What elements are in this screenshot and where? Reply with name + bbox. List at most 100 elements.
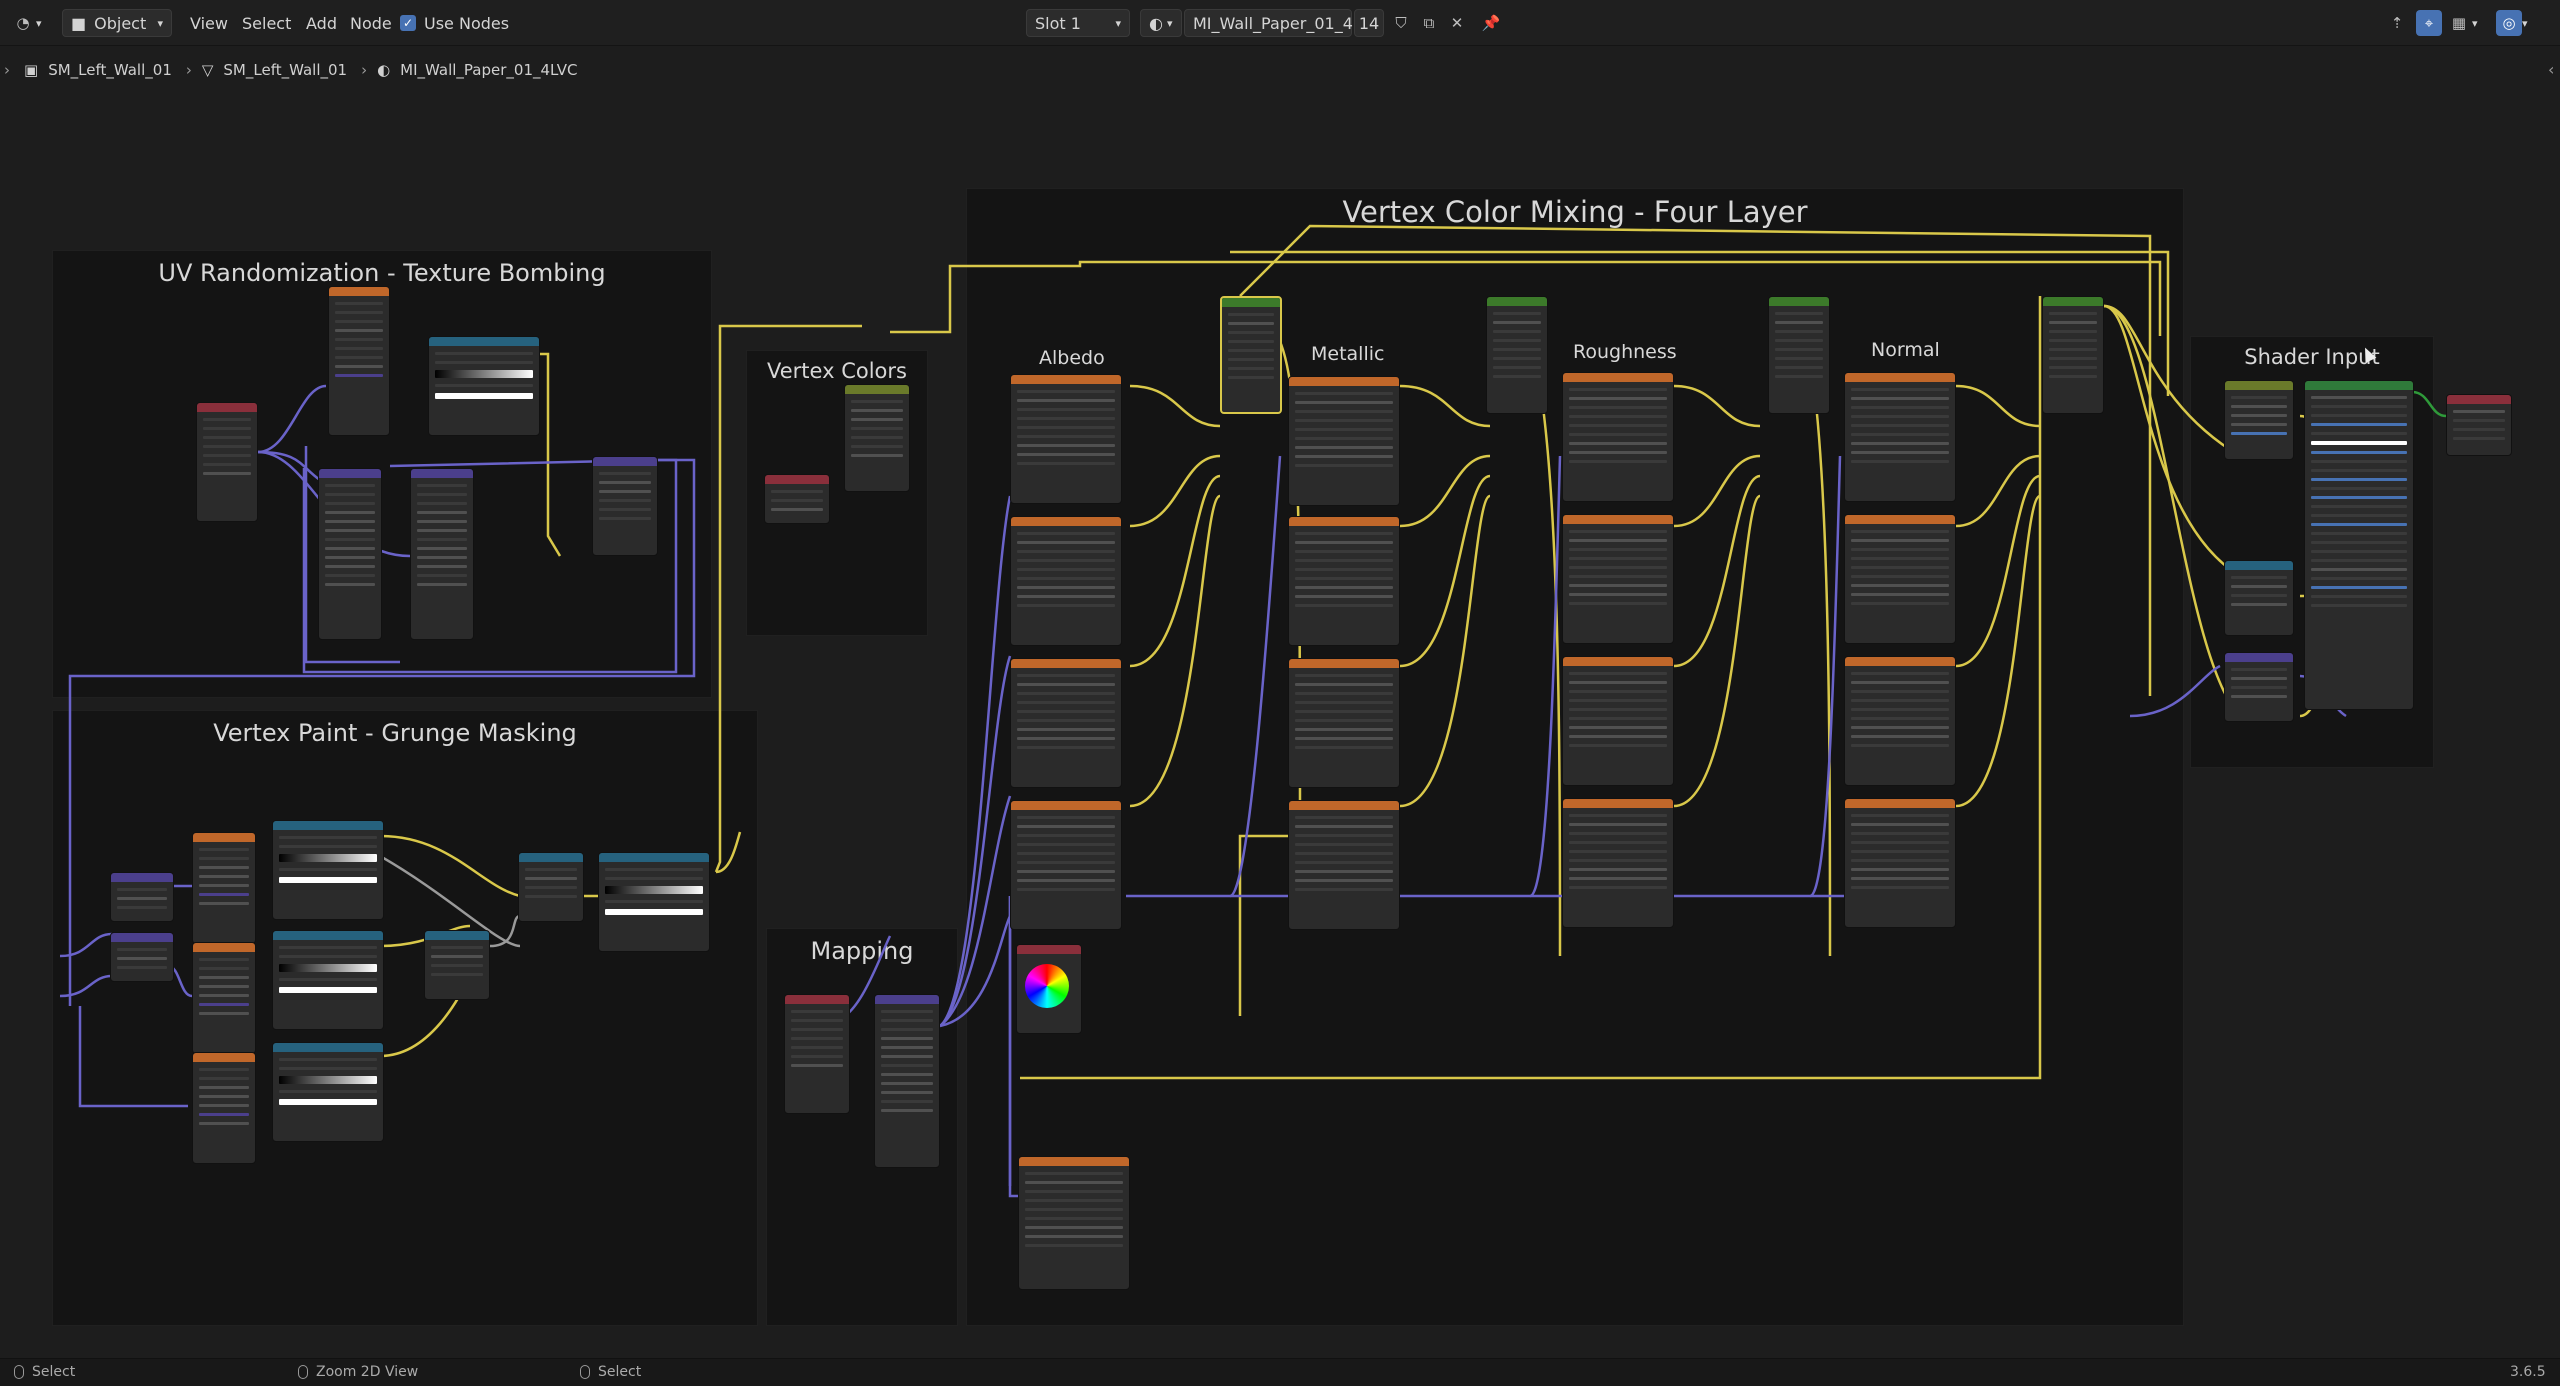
node-multiply[interactable] — [844, 384, 910, 492]
node-image-texture-albedo[interactable] — [1010, 516, 1122, 646]
node-image-texture-albedo[interactable] — [1010, 658, 1122, 788]
frame-title: Vertex Colors — [767, 359, 907, 383]
node-image-texture-metallic[interactable] — [1288, 376, 1400, 506]
parent-node-tree-button[interactable]: ⇡ — [2384, 9, 2410, 37]
pin-icon: 📌 — [1481, 14, 1501, 32]
link-wire — [714, 324, 862, 873]
editor-type-button[interactable]: ◔▾ — [10, 9, 41, 37]
node-color-ramp[interactable] — [272, 820, 384, 920]
link-wire — [379, 834, 521, 898]
node-image-texture-roughness[interactable] — [1562, 372, 1674, 502]
link-wire — [1673, 384, 1761, 428]
node-image-texture-roughness[interactable] — [1562, 656, 1674, 786]
node-white-noise[interactable] — [328, 286, 390, 436]
node-image-texture-normal[interactable] — [1844, 372, 1956, 502]
duplicate-material-button[interactable]: ⧉ — [1416, 9, 1442, 37]
sidebar-toggle-icon[interactable]: › — [4, 61, 10, 79]
node-image-texture-metallic[interactable] — [1288, 658, 1400, 788]
close-icon: ✕ — [1450, 14, 1464, 32]
node-texture-coordinate[interactable] — [196, 402, 258, 522]
menu-add[interactable]: Add — [306, 13, 337, 33]
copy-icon: ⧉ — [1423, 14, 1435, 32]
node-color-ramp[interactable] — [428, 336, 540, 436]
user-count-badge[interactable]: 14 — [1354, 9, 1384, 37]
chevron-right-icon: › — [185, 61, 192, 79]
grid-icon: ▦ — [2451, 14, 2467, 32]
node-multiply-float[interactable] — [2224, 560, 2294, 636]
link-wire — [1239, 224, 2152, 696]
node-image-texture-albedo[interactable] — [1010, 800, 1122, 930]
node-material-output[interactable] — [2446, 394, 2512, 456]
node-maximum[interactable] — [518, 852, 584, 922]
menu-select[interactable]: Select — [242, 13, 292, 33]
node-vertex-paint-mix[interactable] — [1220, 296, 1282, 414]
node-color-ramp[interactable] — [598, 852, 710, 952]
node-canvas[interactable]: UV Randomization - Texture Bombing Verte… — [0, 96, 2560, 1358]
node-image-texture-normal[interactable] — [1844, 514, 1956, 644]
snap-toggle[interactable]: ⌖ — [2416, 9, 2442, 37]
fake-user-button[interactable]: ⛉ — [1388, 9, 1414, 37]
link-wire — [78, 1006, 188, 1108]
node-mapping[interactable] — [318, 468, 382, 640]
node-mix[interactable] — [592, 456, 658, 556]
node-image-texture-normal[interactable] — [1844, 656, 1956, 786]
link-wire — [1955, 384, 2041, 428]
node-noise-texture[interactable] — [192, 1052, 256, 1164]
link-wire — [1955, 474, 2041, 668]
checkbox-icon: ✓ — [400, 15, 416, 31]
node-image-texture-normal[interactable] — [1844, 798, 1956, 928]
color-wheel-icon[interactable] — [1025, 964, 1069, 1008]
material-sphere-icon: ◐ — [1149, 13, 1163, 33]
node-color-attribute[interactable] — [764, 474, 830, 524]
node-color-ramp[interactable] — [272, 1042, 384, 1142]
menu-node[interactable]: Node — [350, 13, 392, 33]
frame-title: Shader Input — [2244, 345, 2380, 369]
node-mapping[interactable] — [110, 872, 174, 922]
frame-vertex-paint[interactable]: Vertex Paint - Grunge Masking — [52, 710, 758, 1326]
overlays-toggle[interactable]: ◎▾ — [2496, 9, 2528, 37]
link-wire — [939, 495, 1012, 1027]
node-mapping[interactable] — [874, 994, 940, 1168]
node-editor-icon: ◔ — [16, 14, 30, 32]
node-hue-saturation-value[interactable] — [2224, 380, 2294, 460]
node-image-texture-roughness[interactable] — [1562, 798, 1674, 928]
frame-title: Vertex Color Mixing - Four Layer — [1342, 195, 1808, 229]
link-wire — [1230, 250, 2170, 396]
material-name-field[interactable]: MI_Wall_Paper_01_4LVC — [1184, 9, 1382, 37]
use-nodes-toggle[interactable]: ✓ Use Nodes — [400, 9, 509, 37]
node-texture-coordinate[interactable] — [784, 994, 850, 1114]
slot-dropdown[interactable]: Slot 1 ▾ — [1026, 9, 1130, 37]
node-rgb[interactable] — [1016, 944, 1082, 1034]
node-vertex-paint-mix[interactable] — [1768, 296, 1830, 414]
link-wire — [59, 932, 113, 958]
link-wire — [1020, 296, 2042, 1080]
menu-view[interactable]: View — [190, 13, 228, 33]
node-noise-texture[interactable] — [192, 942, 256, 1054]
node-principled-bsdf[interactable] — [2304, 380, 2414, 710]
node-vertex-paint-mix[interactable] — [1486, 296, 1548, 414]
sidebar-toggle-button[interactable]: ‹ — [2548, 60, 2555, 79]
link-wire — [379, 854, 521, 948]
node-normal-map[interactable] — [2224, 652, 2294, 722]
node-base-color[interactable] — [1018, 1156, 1130, 1290]
node-mapping[interactable] — [410, 468, 474, 640]
node-noise-texture[interactable] — [192, 832, 256, 944]
node-color-ramp[interactable] — [272, 930, 384, 1030]
link-wire — [939, 655, 1012, 1027]
node-mapping[interactable] — [110, 932, 174, 982]
node-image-texture-metallic[interactable] — [1288, 800, 1400, 930]
unlink-material-button[interactable]: ✕ — [1444, 9, 1470, 37]
node-image-texture-metallic[interactable] — [1288, 516, 1400, 646]
link-wire — [2103, 304, 2241, 458]
mode-dropdown[interactable]: ■ Object ▾ — [62, 9, 172, 37]
mouse-right-icon — [580, 1365, 590, 1379]
node-divide[interactable] — [424, 930, 490, 1000]
pin-button[interactable]: 📌 — [1478, 9, 1504, 37]
node-vertex-paint-mix[interactable] — [2042, 296, 2104, 414]
material-browse-button[interactable]: ◐▾ — [1140, 9, 1182, 37]
link-wire — [1955, 454, 2041, 528]
link-wire — [1399, 474, 1491, 668]
node-image-texture-albedo[interactable] — [1010, 374, 1122, 504]
snap-element-dropdown[interactable]: ▦▾ — [2446, 9, 2478, 37]
node-image-texture-roughness[interactable] — [1562, 514, 1674, 644]
